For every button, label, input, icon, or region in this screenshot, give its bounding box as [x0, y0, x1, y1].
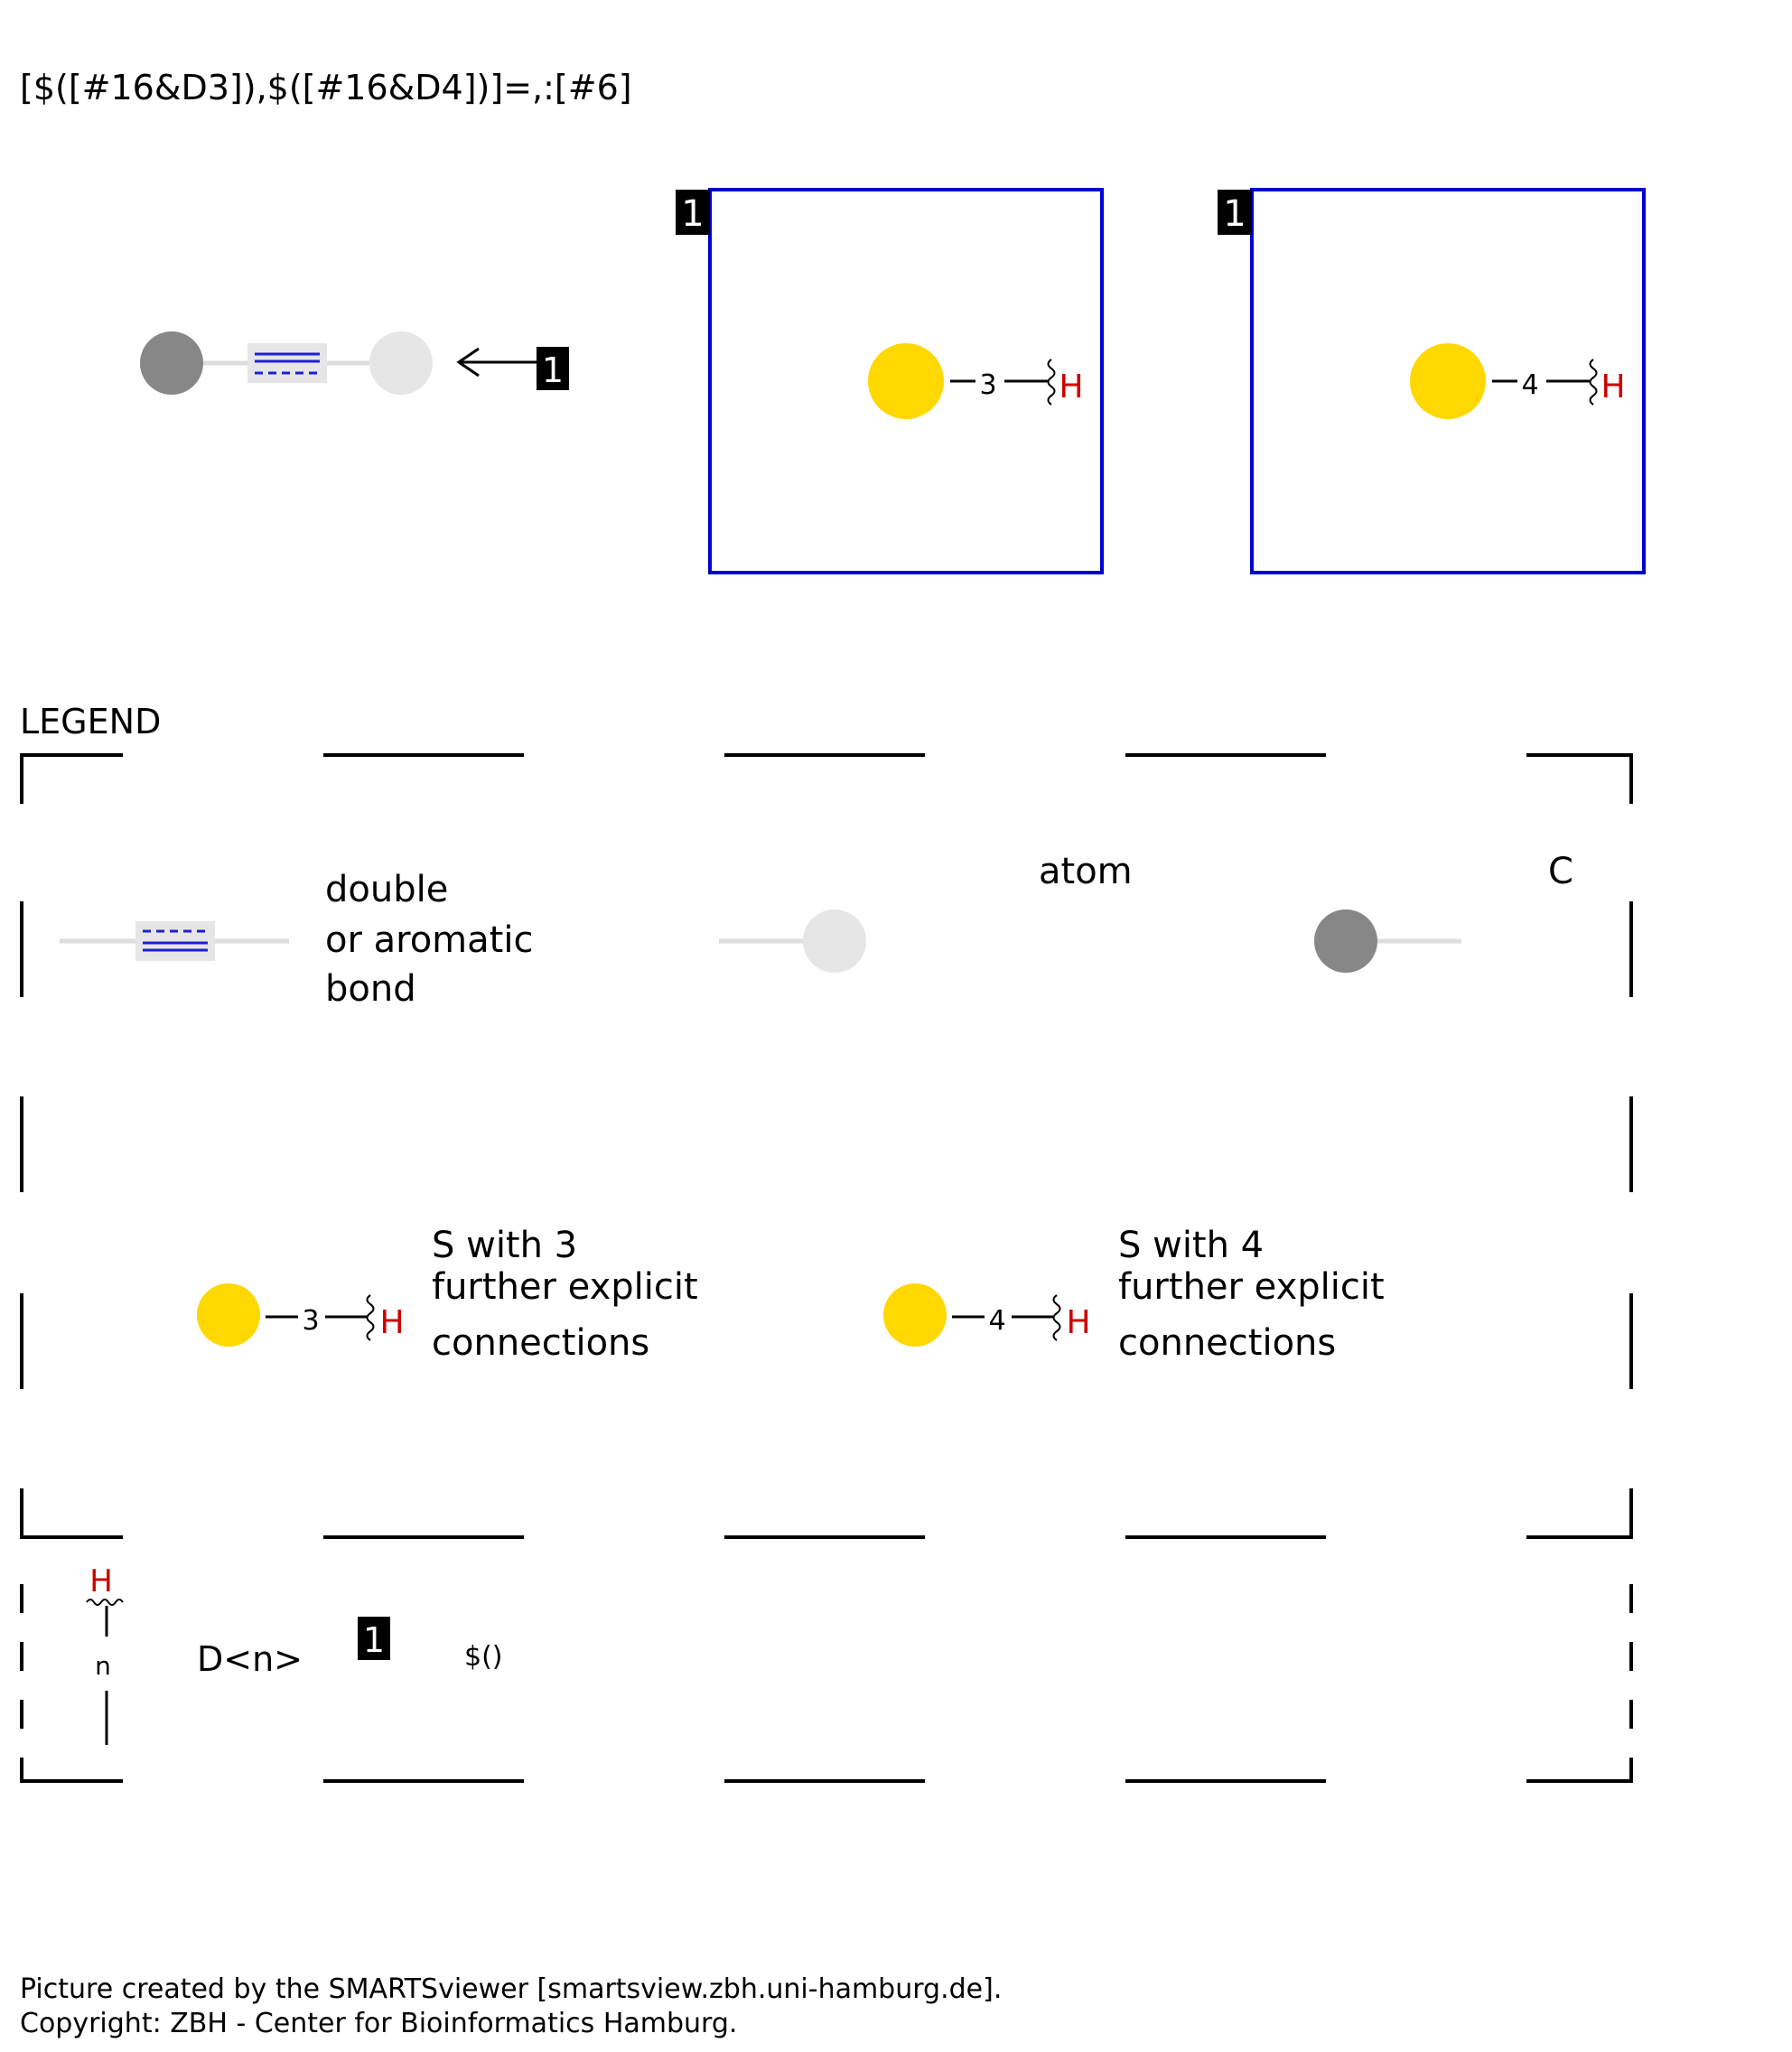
legend-s4-label-1: S with 4	[1118, 1225, 1264, 1266]
arrow-head	[456, 347, 480, 378]
legend-s3-count: 3	[302, 1305, 319, 1337]
legend-bond-box	[135, 921, 215, 961]
legend-group-item: 1 $()	[358, 1617, 503, 1673]
legend-s3-hydrogen: H	[379, 1304, 404, 1341]
legend-recursive-label: $()	[464, 1641, 503, 1673]
group-box-2: 1 4 H	[1218, 188, 1646, 574]
sulfur-atom-2	[1410, 343, 1486, 419]
legend-group-badge	[358, 1617, 390, 1660]
footer-line-1: Picture created by the SMARTSviewer [sma…	[20, 1973, 1002, 2005]
legend-title: LEGEND	[20, 702, 161, 742]
legend-atom-item: atom	[719, 851, 1133, 973]
legend-s3-item: 3 H S with 3 further explicit connection…	[197, 1225, 698, 1364]
legend-degree-wavy	[86, 1599, 124, 1606]
legend-group-badge-label: 1	[363, 1620, 385, 1660]
legend-bond-item: double or aromatic bond	[60, 869, 533, 1010]
legend-carbon-label: C	[1548, 851, 1573, 892]
legend-any-atom	[803, 909, 866, 973]
main-molecule: 1	[140, 331, 569, 395]
group-badge-2	[1218, 190, 1252, 235]
legend-s3-label-1: S with 3	[432, 1225, 577, 1266]
legend-carbon-atom	[1314, 909, 1377, 973]
hydrogen-1: H	[1059, 368, 1083, 406]
count-label-2: 4	[1521, 369, 1538, 401]
legend-frame-bottom	[20, 1584, 1633, 1783]
group-frame-1	[708, 188, 1104, 574]
main-carbon-atom	[140, 331, 203, 395]
legend-s3-atom	[197, 1283, 260, 1347]
legend-s4-item: 4 H S with 4 further explicit connection…	[883, 1225, 1385, 1364]
legend-s4-hydrogen: H	[1066, 1304, 1090, 1341]
legend-s4-atom	[883, 1283, 947, 1347]
group-badge-1-label: 1	[681, 193, 704, 235]
wavy-bond-2	[1589, 359, 1598, 406]
legend-frame-top	[20, 753, 1633, 1539]
legend-s4-wavy	[1052, 1294, 1061, 1341]
group-box-1: 1 3 H	[676, 188, 1104, 574]
legend-bond-label-1: double	[325, 869, 448, 910]
group-frame-2	[1250, 188, 1646, 574]
group-badge-2-label: 1	[1223, 193, 1246, 235]
legend-s3-wavy	[366, 1294, 375, 1341]
legend-degree-label: D<n>	[197, 1639, 303, 1679]
legend-s4-label-2: further explicit	[1118, 1266, 1385, 1308]
legend-s3-label-3: connections	[432, 1322, 649, 1364]
legend-carbon-item: C	[1314, 851, 1573, 973]
legend-degree-hydrogen: H	[89, 1563, 113, 1600]
legend-bond-label-3: bond	[325, 968, 416, 1010]
legend-bond-label-2: or aromatic	[325, 919, 533, 961]
wavy-bond-1	[1047, 359, 1056, 406]
smarts-string: [$([#16&D3]),$([#16&D4])]=,:[#6]	[20, 68, 632, 107]
legend-s4-count: 4	[988, 1305, 1005, 1337]
main-group-badge-label: 1	[542, 350, 564, 390]
group-badge-1	[676, 190, 710, 235]
main-group-badge	[537, 347, 569, 390]
footer-line-2: Copyright: ZBH - Center for Bioinformati…	[20, 2008, 737, 2039]
main-bond-box	[247, 343, 327, 383]
legend-degree-item: H n D<n>	[86, 1563, 303, 1745]
hydrogen-2: H	[1601, 368, 1625, 406]
legend-atom-label: atom	[1039, 851, 1133, 892]
count-label-1: 3	[979, 369, 996, 401]
sulfur-atom-1	[868, 343, 944, 419]
legend-s3-label-2: further explicit	[432, 1266, 698, 1308]
legend-degree-n: n	[95, 1651, 111, 1681]
legend-s4-label-3: connections	[1118, 1322, 1336, 1364]
main-group-atom	[369, 331, 433, 395]
